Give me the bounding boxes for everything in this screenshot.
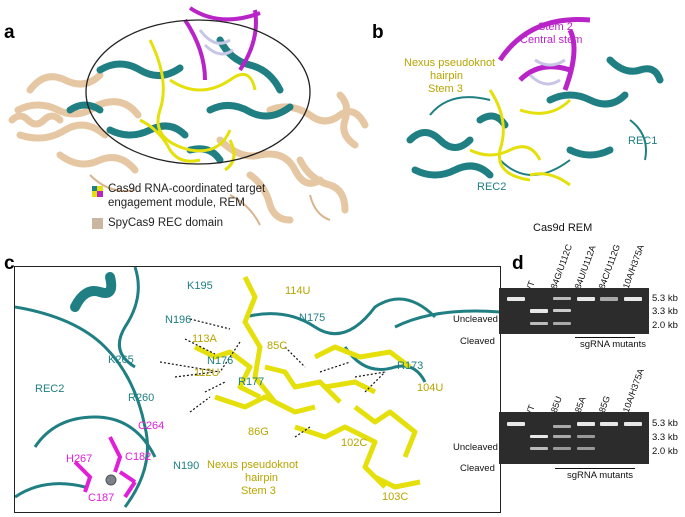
nexus-b-line3: Stem 3 <box>428 83 463 95</box>
res-n176: N176 <box>207 355 234 367</box>
top-size-33: 3.3 kb <box>652 306 678 317</box>
res-n190: N190 <box>173 460 200 472</box>
bottom-sgrna-label: sgRNA mutants <box>567 470 633 481</box>
nexus-c-line1: Nexus pseudoknot <box>207 459 299 471</box>
top-uncleaved-label: Uncleaved <box>453 314 498 325</box>
spy-legend-swatch <box>92 218 103 229</box>
res-k195: K195 <box>187 280 213 292</box>
top-size-53: 5.3 kb <box>652 293 678 304</box>
panel-letter-c: c <box>4 253 15 274</box>
panel-letter-b: b <box>372 22 384 43</box>
top-size-20: 2.0 kb <box>652 320 678 331</box>
nt-86g: 86G <box>248 426 269 438</box>
bottom-sgrna-bracket <box>555 468 635 469</box>
top-sgrna-label: sgRNA mutants <box>580 339 646 350</box>
cas9d-rem-caption: Cas9d REM <box>533 222 593 234</box>
res-k265: K265 <box>108 354 134 366</box>
panel-c-box: K195 N196 N175 N176 K265 R177 R173 R260 … <box>14 266 501 513</box>
panel-letter-d: d <box>512 253 524 274</box>
nt-114u: 114U <box>285 285 311 297</box>
nt-85c: 85C <box>267 340 288 352</box>
rec2-b-label: REC2 <box>477 181 507 193</box>
nt-104u: 104U <box>417 382 444 394</box>
nexus-b-line2: hairpin <box>430 70 464 82</box>
nt-113a: 113A <box>192 333 217 345</box>
nt-102c: 102C <box>341 437 368 449</box>
bottom-cleaved-label: Cleaved <box>460 463 495 474</box>
gel-top <box>499 288 649 334</box>
res-c182: C182 <box>125 451 152 463</box>
res-r177: R177 <box>238 376 265 388</box>
bottom-size-20: 2.0 kb <box>652 446 678 457</box>
rem-legend-label: Cas9d RNA-coordinated target engagement … <box>108 183 266 209</box>
panel-c-structure <box>15 267 500 508</box>
res-h267: H267 <box>66 453 93 465</box>
gel-bottom <box>499 412 649 464</box>
central-stem-label: Central stem <box>520 34 583 46</box>
res-r260: R260 <box>128 392 155 404</box>
res-n175: N175 <box>299 312 326 324</box>
nexus-c-line2: hairpin <box>245 472 279 484</box>
res-rec2: REC2 <box>35 383 65 395</box>
nt-112u: 112U <box>194 367 220 379</box>
stem2-label: Stem 2 <box>538 21 573 33</box>
res-r173: R173 <box>397 360 424 372</box>
panel-a-structure <box>8 6 369 226</box>
top-cleaved-label: Cleaved <box>460 336 495 347</box>
res-c187: C187 <box>88 492 115 504</box>
top-sgrna-bracket <box>575 337 635 338</box>
spy-legend-label: SpyCas9 REC domain <box>108 217 224 229</box>
rem-legend-swatch <box>92 186 103 197</box>
nexus-c-line3: Stem 3 <box>241 485 276 497</box>
panel-b-structure <box>406 17 664 187</box>
bottom-uncleaved-label: Uncleaved <box>453 442 498 453</box>
nexus-b-line1: Nexus pseudoknot <box>404 57 496 69</box>
nt-103c: 103C <box>382 491 409 503</box>
rec1-label: REC1 <box>628 135 658 147</box>
bottom-size-33: 3.3 kb <box>652 432 678 443</box>
res-c264: C264 <box>138 420 165 432</box>
res-n196: N196 <box>165 314 192 326</box>
bottom-size-53: 5.3 kb <box>652 418 678 429</box>
panel-letter-a: a <box>4 22 15 43</box>
